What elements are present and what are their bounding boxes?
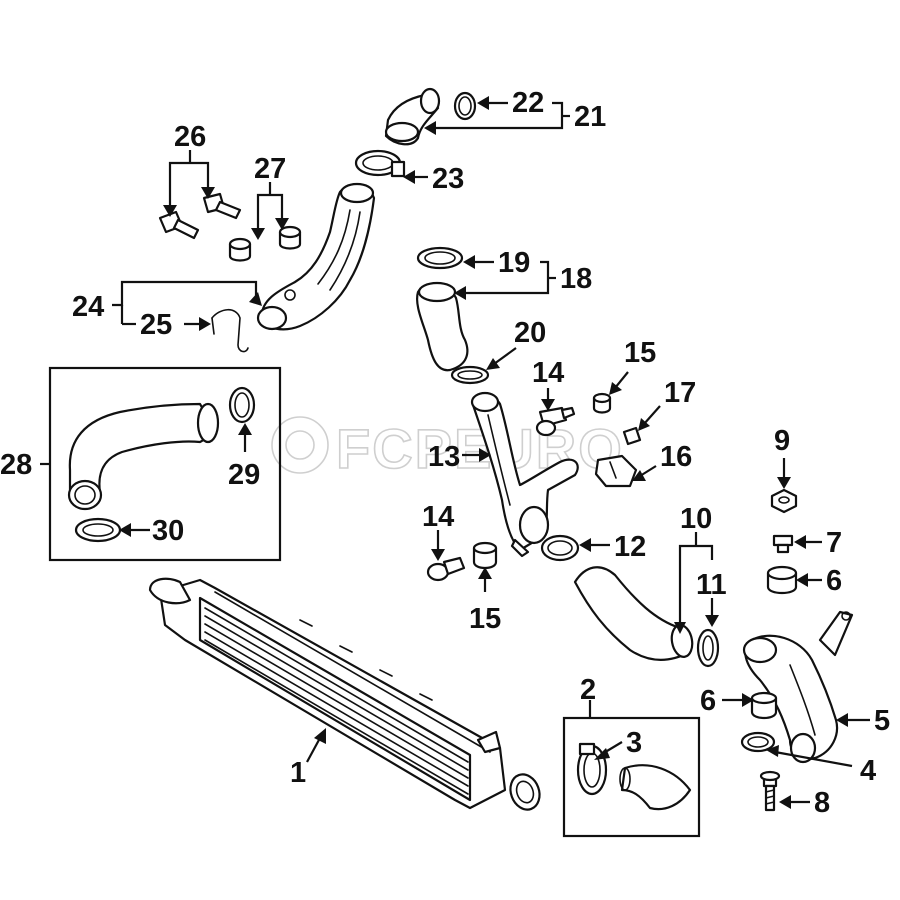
callout-22: 22 bbox=[512, 87, 544, 119]
callout-6-upper: 6 bbox=[826, 565, 842, 597]
part-8-bolt[interactable] bbox=[759, 770, 781, 812]
part-5-pipe[interactable] bbox=[742, 610, 854, 764]
part-26-bolt-left[interactable] bbox=[158, 210, 200, 240]
part-26-bolt-right[interactable] bbox=[202, 192, 242, 220]
callout-10: 10 bbox=[680, 503, 712, 535]
callout-2: 2 bbox=[580, 674, 596, 706]
part-21-hose[interactable] bbox=[384, 87, 441, 146]
callout-25: 25 bbox=[140, 309, 172, 341]
part-7-bolt[interactable] bbox=[772, 534, 794, 554]
callout-20: 20 bbox=[514, 317, 546, 349]
callout-8: 8 bbox=[814, 787, 830, 819]
callout-4: 4 bbox=[860, 755, 876, 787]
part-6-grommet-upper[interactable] bbox=[766, 565, 798, 595]
leader-lines bbox=[40, 96, 870, 809]
part-17-bolt[interactable] bbox=[622, 426, 642, 446]
callout-26: 26 bbox=[174, 121, 206, 153]
part-14-sensor-upper[interactable] bbox=[535, 406, 576, 437]
part-13-charge-pipe[interactable] bbox=[470, 391, 579, 558]
part-9-nut[interactable] bbox=[770, 488, 798, 514]
callout-23: 23 bbox=[432, 163, 464, 195]
part-2-hose[interactable] bbox=[619, 764, 692, 811]
callout-6-lower: 6 bbox=[700, 685, 716, 717]
callout-9: 9 bbox=[774, 425, 790, 457]
callout-13: 13 bbox=[428, 441, 460, 473]
part-15-grommet-lower[interactable] bbox=[472, 541, 498, 570]
part-30-clamp[interactable] bbox=[74, 517, 122, 543]
callout-3: 3 bbox=[626, 727, 642, 759]
part-22-seal[interactable] bbox=[453, 91, 477, 121]
part-2-kit-box bbox=[562, 716, 701, 838]
part-6-grommet-lower[interactable] bbox=[750, 691, 778, 720]
callout-1: 1 bbox=[290, 757, 306, 789]
part-intercooler[interactable] bbox=[148, 577, 544, 814]
callout-labels: 1 2 3 4 5 6 6 7 8 9 10 11 12 13 14 14 15… bbox=[0, 87, 890, 819]
part-23-clamp[interactable] bbox=[354, 149, 406, 178]
callout-19: 19 bbox=[498, 247, 530, 279]
callout-30: 30 bbox=[152, 515, 184, 547]
callout-12: 12 bbox=[614, 531, 646, 563]
part-18-elbow-hose[interactable] bbox=[416, 281, 469, 372]
part-27-grommet-left[interactable] bbox=[228, 237, 252, 262]
callout-5: 5 bbox=[874, 705, 890, 737]
callout-7: 7 bbox=[826, 527, 842, 559]
part-10-hose[interactable] bbox=[573, 566, 695, 661]
part-11-clamp[interactable] bbox=[696, 628, 720, 668]
callout-24: 24 bbox=[72, 291, 104, 323]
callout-15-lower: 15 bbox=[469, 603, 501, 635]
callout-18: 18 bbox=[560, 263, 592, 295]
part-27-grommet-right[interactable] bbox=[278, 225, 302, 250]
callout-16: 16 bbox=[660, 441, 692, 473]
part-24-pipe[interactable] bbox=[256, 182, 376, 331]
part-25-clip[interactable] bbox=[211, 308, 249, 353]
part-29-seal[interactable] bbox=[228, 386, 256, 424]
callout-14-lower: 14 bbox=[422, 501, 454, 533]
callout-29: 29 bbox=[228, 459, 260, 491]
part-28-hose[interactable] bbox=[67, 402, 220, 511]
part-20-clamp[interactable] bbox=[450, 365, 490, 385]
callout-28: 28 bbox=[0, 449, 32, 481]
part-14-sensor-lower[interactable] bbox=[426, 556, 466, 582]
part-15-grommet-upper[interactable] bbox=[592, 392, 612, 414]
part-12-clamp[interactable] bbox=[540, 534, 580, 562]
callout-14-upper: 14 bbox=[532, 357, 564, 389]
part-16-sensor[interactable] bbox=[594, 454, 638, 488]
callout-17: 17 bbox=[664, 377, 696, 409]
callout-27: 27 bbox=[254, 153, 286, 185]
callout-11: 11 bbox=[696, 569, 727, 601]
callout-21: 21 bbox=[574, 101, 606, 133]
part-4-clamp[interactable] bbox=[740, 731, 776, 753]
callout-15-upper: 15 bbox=[624, 337, 656, 369]
part-3-clamp[interactable] bbox=[576, 742, 608, 796]
part-19-clamp[interactable] bbox=[416, 246, 464, 270]
